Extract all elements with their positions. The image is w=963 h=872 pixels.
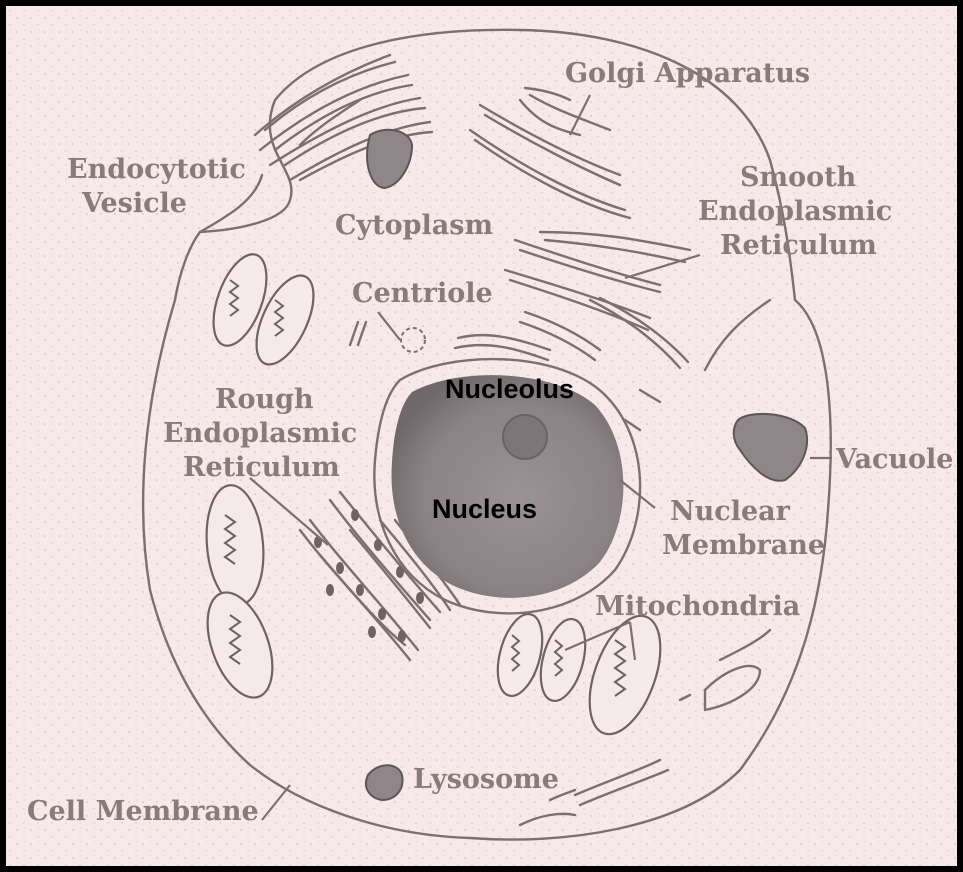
label-nucleus: Nucleus [432,494,537,524]
label-golgi-apparatus: Golgi Apparatus [565,58,810,89]
label-cell-membrane: Cell Membrane [27,796,259,827]
label-cytoplasm: Cytoplasm [335,210,493,241]
lysosome [366,765,403,800]
label-nucleolus: Nucleolus [445,374,574,404]
nucleus [392,375,624,598]
label-smooth-er-line1: Smooth [740,162,857,193]
label-centriole: Centriole [352,278,493,309]
label-smooth-er-line2: Endoplasmic [698,196,892,227]
label-endocytotic-vesicle-line2: Vesicle [81,188,187,219]
label-smooth-er-line3: Reticulum [720,230,877,261]
label-nuclear-membrane-line2: Membrane [662,530,825,561]
label-nuclear-membrane-line1: Nuclear [670,496,791,527]
label-rough-er-line1: Rough [215,384,314,415]
nucleolus [503,415,547,459]
label-lysosome: Lysosome [413,764,559,795]
label-endocytotic-vesicle-line1: Endocytotic [67,154,246,185]
label-vacuole: Vacuole [835,444,953,475]
label-rough-er-line2: Endoplasmic [163,418,357,449]
label-rough-er-line3: Reticulum [183,452,340,483]
label-mitochondria: Mitochondria [595,591,800,622]
